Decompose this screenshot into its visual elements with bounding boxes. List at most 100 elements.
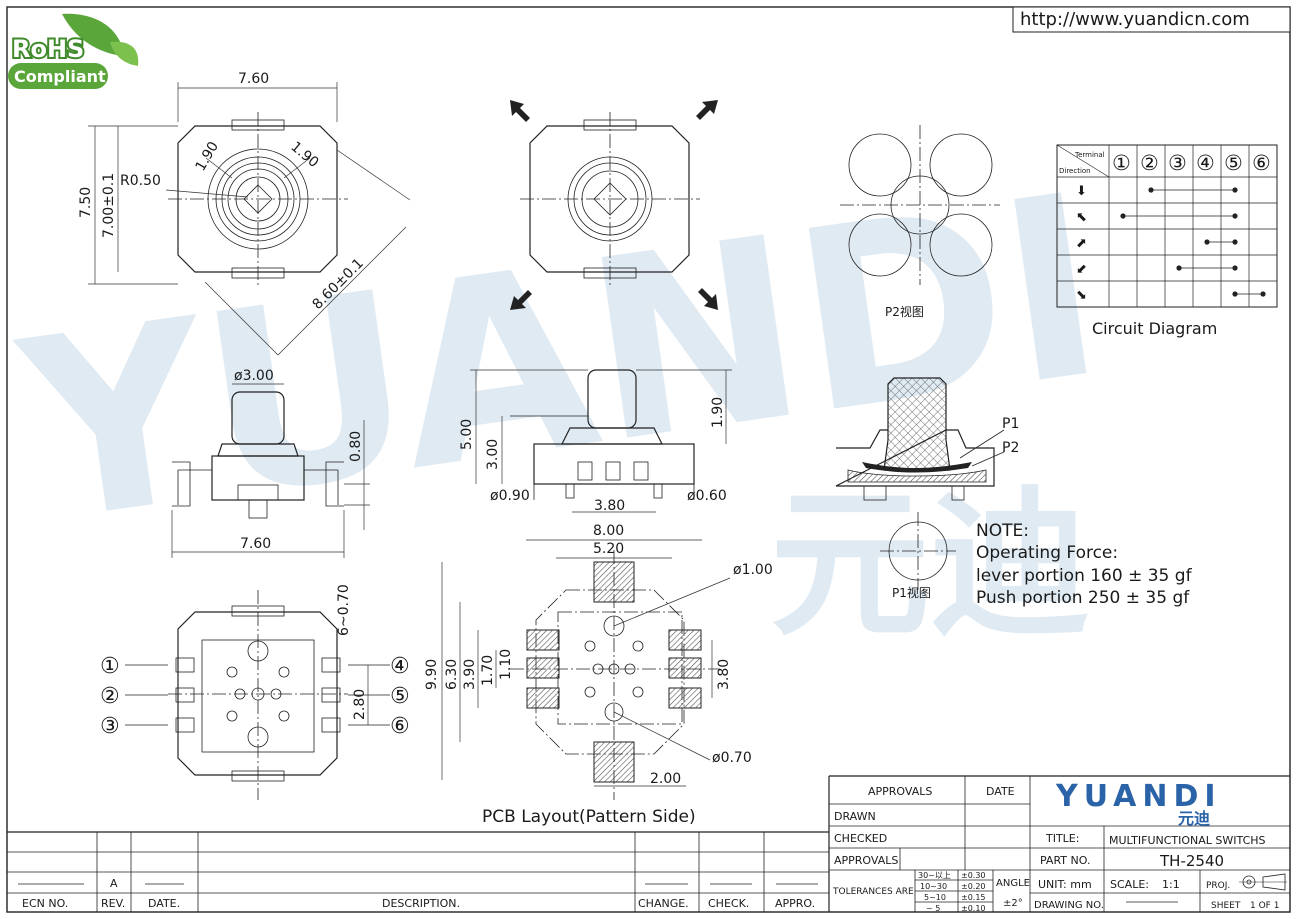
rohs-title: RoHS [12,35,84,63]
arrow-down-left-icon [510,290,532,310]
drawn-label: DRAWN [834,810,876,823]
top-view-directions [510,100,718,310]
tol-range-1: 30~以上 [918,871,951,880]
connection-dot [1232,187,1238,193]
dim-280: 2.80 [352,689,368,720]
direction-arrow-5-icon: ⬊ [1076,288,1087,303]
p1-view-label: P1视图 [892,585,931,600]
dim-height-500: 5.00 [459,419,475,450]
top-view-dimensioned: 7.60 7.50 7.00±0.1 R0.50 1.90 1.90 8.60±… [78,71,411,356]
direction-arrow-1-icon: ⬇ [1076,184,1087,199]
direction-arrow-2-icon: ⬉ [1076,210,1087,225]
dim-d070: ø0.70 [712,750,752,766]
dim-stem-diameter: ø3.00 [234,368,274,384]
pin-6-label: ⑥ [390,714,410,739]
dim-height-190: 1.90 [710,397,726,428]
dim-d090: ø0.90 [490,488,530,504]
terminal-header: Terminal [1074,151,1105,159]
note-line-1: Operating Force: [976,543,1118,563]
date-header: DATE [986,785,1015,798]
connection-dot [1232,213,1238,219]
arrow-up-right-icon [696,100,718,120]
watermark-cn-text: 元迪 [770,471,1090,658]
section-view: P1 P2 [835,377,1019,501]
proj-label: PROJ. [1206,881,1230,891]
direction-arrow-4-icon: ⬋ [1076,262,1087,277]
circuit-diagram-label: Circuit Diagram [1092,319,1217,338]
dim-d060: ø0.60 [687,488,727,504]
connection-dot [1204,239,1210,245]
direction-header: Direction [1059,167,1091,175]
tol-value-3: ±0.15 [961,893,986,902]
table-header-diagonal [1056,144,1110,178]
rohs-badge: RoHS Compliant [8,13,139,89]
dim-pitch-380: 3.80 [594,498,625,514]
pin-2-label: ② [100,684,120,709]
connection-dot [1176,265,1182,271]
terminal-2-header: ② [1140,151,1159,175]
table-frame [1056,144,1278,308]
projection-symbol-icon [1239,873,1287,891]
terminal-5-header: ⑤ [1224,151,1243,175]
title-value: MULTIFUNCTIONAL SWITCHS [1109,834,1266,847]
pin-5-label: ⑤ [390,684,410,709]
company-logo-cn: 元迪 [1178,809,1210,828]
dim-6-070: 6~0.70 [336,584,352,636]
header-date: DATE. [148,897,180,910]
p1-view: P1视图 [880,512,956,600]
dim-height-300: 3.00 [485,439,501,470]
approvals-label: APPROVALS [834,854,898,867]
company-logo: YUANDI [1055,779,1222,814]
tol-range-3: 5~10 [924,893,946,902]
terminal-1-header: ① [1112,151,1131,175]
website-url[interactable]: http://www.yuandicn.com [1020,9,1250,30]
connection-dot [1120,213,1126,219]
dim-380-right: 3.80 [716,659,732,690]
dim-height-700: 7.00±0.1 [101,173,117,238]
dim-170: 1.70 [480,655,496,686]
tol-range-4: ~ 5 [926,904,940,913]
header-ecn: ECN NO. [22,897,68,910]
watermark: YUANDI 元迪 [5,140,1118,658]
sheet-value: 1 OF 1 [1250,901,1279,911]
note-line-2: lever portion 160 ± 35 gf [976,566,1193,586]
dim-990: 9.90 [424,659,440,690]
part-no-label: PART NO. [1040,854,1090,867]
front-view-left: ø3.00 0.80 7.60 [171,368,370,558]
dim-390: 3.90 [462,659,478,690]
drawing-border [6,6,1291,913]
terminal-3-header: ③ [1168,151,1187,175]
arrow-up-left-icon [510,100,530,122]
rev-value: A [110,877,118,890]
dim-520: 5.20 [593,541,624,557]
approvals-header: APPROVALS [868,785,932,798]
tol-value-4: ±0.10 [961,904,986,913]
header-change: CHANGE. [638,897,689,910]
title-block: APPROVALS DATE DRAWN CHECKED APPROVALS T… [829,775,1290,913]
direction-arrow-3-icon: ⬈ [1076,236,1087,251]
note-title: NOTE: [976,521,1029,541]
pin-4-label: ④ [390,654,410,679]
arrow-down-right-icon [698,288,718,310]
dim-b190: 1.90 [287,139,321,171]
tol-value-2: ±0.20 [961,882,986,891]
connection-dot [1232,239,1238,245]
checked-label: CHECKED [834,832,887,845]
connection-dot [1148,187,1154,193]
p2-label: P2 [1002,440,1019,456]
unit-label: UNIT: mm [1038,878,1092,891]
connection-dot [1232,291,1238,297]
drawing-no-label: DRAWING NO. [1034,900,1104,911]
scale-label: SCALE: [1110,878,1149,891]
dim-800: 8.00 [593,523,624,539]
header-check: CHECK. [708,897,749,910]
p2-view: P2视图 [840,125,1000,319]
terminal-4-header: ④ [1196,151,1215,175]
dim-width-front: 7.60 [240,536,271,552]
dim-110: 1.10 [498,649,514,680]
dim-radius: R0.50 [120,173,161,189]
p2-view-label: P2视图 [885,304,924,319]
pcb-layout: 8.00 5.20 ø1.00 ø0.70 9.90 6.30 3.90 1.7… [424,523,773,827]
